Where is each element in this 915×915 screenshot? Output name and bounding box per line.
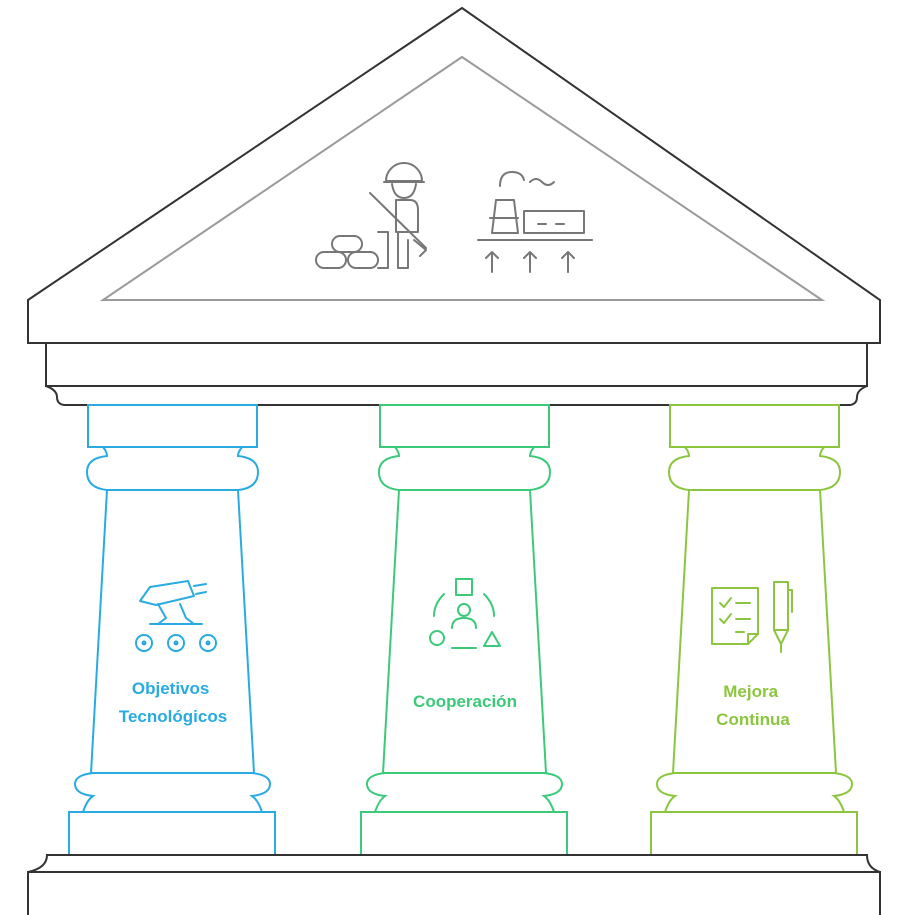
pillar-label-line: Tecnológicos (119, 707, 227, 726)
entablature (45, 342, 868, 387)
pillar-capital-ring (667, 446, 842, 491)
roof (27, 6, 881, 406)
pillar-base-ring (655, 772, 854, 813)
factory-growth-icon (477, 171, 593, 273)
pillar-capital-block (379, 404, 550, 448)
pillar-label-line: Cooperación (413, 692, 517, 711)
pillar-label-line: Objetivos (132, 679, 209, 698)
roof-inner-triangle (99, 55, 826, 301)
pillar-base-ring (73, 772, 272, 813)
pillar-capital-ring (377, 446, 552, 491)
robot-arm-icon (135, 580, 217, 652)
soldier-with-sandbags-icon (315, 162, 427, 269)
pillar-capital-block (87, 404, 258, 448)
pillar-objetivos-tecnologicos (68, 404, 276, 856)
pillar-label-line: Mejora (723, 682, 778, 701)
pillar-cooperacion (360, 404, 568, 856)
team-shapes-icon (429, 578, 501, 649)
pillar-mejora-continua (650, 404, 858, 856)
checklist-pen-icon (711, 581, 793, 653)
capital-band (45, 385, 868, 406)
foundation (27, 854, 881, 915)
foundation-step (27, 854, 881, 873)
pillar-plinth (650, 811, 858, 856)
pillar-shaft (381, 489, 548, 774)
roof-pediment (27, 6, 881, 344)
pillar-label-line: Continua (716, 710, 790, 729)
pillar-label-mejora-continua: Mejora Continua (716, 682, 790, 729)
pillar-capital-block (669, 404, 840, 448)
pillar-shaft (671, 489, 838, 774)
pillar-plinth (360, 811, 568, 856)
pillar-capital-ring (85, 446, 260, 491)
pillar-plinth (68, 811, 276, 856)
pillar-shaft (89, 489, 256, 774)
pillar-label-objetivos-tecnologicos: Objetivos Tecnológicos (119, 679, 227, 726)
foundation-base (27, 871, 881, 915)
pillar-base-ring (365, 772, 564, 813)
pillar-label-cooperacion: Cooperación (413, 692, 517, 711)
